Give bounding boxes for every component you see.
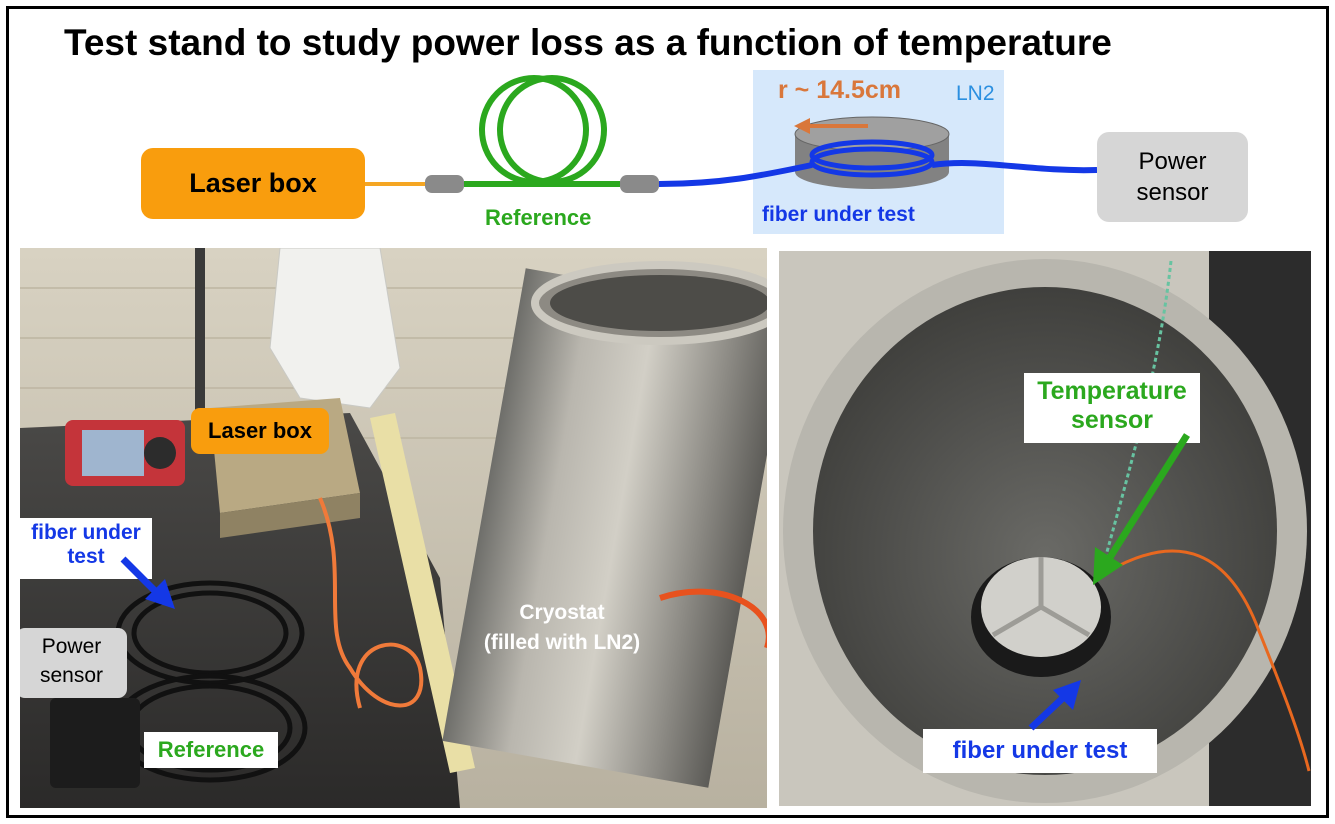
left-reference-tag: Reference xyxy=(144,732,278,768)
left-power-sensor-tag: Power sensor xyxy=(20,628,127,698)
power-sensor-box: Power sensor xyxy=(1097,132,1248,222)
radius-arrow xyxy=(794,118,868,134)
right-fiber-arrow xyxy=(1028,680,1081,731)
radius-label: r ~ 14.5cm xyxy=(778,76,902,104)
connector-1 xyxy=(425,175,464,193)
orange-patch-cord xyxy=(318,497,424,709)
left-laser-box-tag: Laser box xyxy=(191,408,329,454)
fiber-spool xyxy=(794,116,950,189)
temperature-sensor-tag: Temperature sensor xyxy=(1024,373,1200,443)
lab-coat xyxy=(269,248,401,409)
reference-fiber-coil xyxy=(479,75,607,185)
laser-box: Laser box xyxy=(141,148,365,219)
slide-title: Test stand to study power loss as a func… xyxy=(64,22,1112,63)
fiber-under-test-line xyxy=(658,160,1098,187)
right-photo: Temperature sensor fiber under test xyxy=(779,251,1311,806)
fiber-under-test-label: fiber under test xyxy=(762,203,915,226)
cryostat-label: Cryostat (filled with LN2) xyxy=(483,601,641,654)
temperature-sensor-arrow xyxy=(1093,433,1190,585)
cryostat xyxy=(442,261,767,788)
connector-2 xyxy=(620,175,659,193)
reference-label: Reference xyxy=(485,205,592,230)
slide-frame xyxy=(6,6,1329,818)
ln2-label: LN2 xyxy=(956,82,995,105)
left-fiber-arrow xyxy=(120,556,175,609)
right-fiber-under-test-tag: fiber under test xyxy=(923,729,1157,773)
schematic-drawing xyxy=(365,75,1098,193)
left-photo: Laser box fiber under test Power sensor … xyxy=(20,248,767,808)
